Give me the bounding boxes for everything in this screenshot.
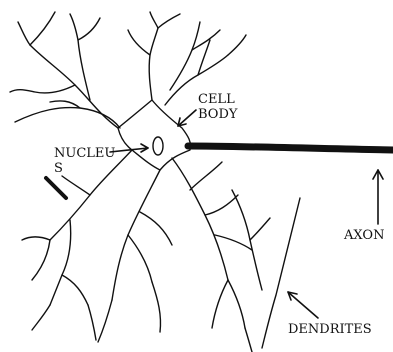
cell-body-label-line2: BODY xyxy=(198,107,237,122)
dendrites-label: DENDRITES xyxy=(288,322,372,337)
dendrite-lower-right-b4 xyxy=(190,162,222,190)
dendrite-upper-left-branch6 xyxy=(15,108,120,128)
dendrite-lower-mid-b4 xyxy=(140,212,172,245)
dendrite-lower-mid-b2 xyxy=(98,300,112,342)
dendrite-right-lines2 xyxy=(250,218,270,240)
dendrite-right-lines1 xyxy=(232,190,262,290)
dendrite-lower-right-b5 xyxy=(215,235,252,250)
dendrite-lower-left-b4 xyxy=(50,220,71,305)
dendrite-top-branch2 xyxy=(158,14,180,28)
dendrite-top-right3 xyxy=(228,35,246,55)
nucleus-label: NUCLEU S xyxy=(54,146,115,176)
dendrite-upper-left-branch4 xyxy=(70,14,90,100)
dendrite-lower-left-b3 xyxy=(32,240,50,280)
dendrite-lower-mid-b3 xyxy=(152,282,161,332)
dendrite-upper-left-branch2 xyxy=(18,22,30,45)
dendrite-lower-left-b5 xyxy=(62,275,88,305)
dendrite-lower-left-b6 xyxy=(32,305,50,330)
dendrite-lower-right-b2 xyxy=(228,280,245,328)
dendrite-upper-left-branch5 xyxy=(78,18,100,40)
axon-line xyxy=(188,146,393,150)
cell-body-label: CELL BODY xyxy=(198,92,237,122)
cell-body-label-line1: CELL xyxy=(198,92,237,107)
nucleus-label-line2: S xyxy=(54,161,115,176)
dendrite-upper-left-branch3 xyxy=(30,12,55,45)
dendrites-arrow xyxy=(288,292,318,318)
ink-smudge xyxy=(46,178,66,198)
dendrite-upper-left-branch7 xyxy=(50,101,80,108)
dendrite-top-branch3 xyxy=(150,12,158,28)
nucleus-shape xyxy=(153,137,163,155)
nucleus-label-line1: NUCLEU xyxy=(54,146,115,161)
dendrite-lower-right-b1 xyxy=(205,195,238,215)
dendrite-lower-left-b2 xyxy=(22,237,50,240)
dendrite-lower-right-b3 xyxy=(212,280,228,328)
dendrite-top-branch1 xyxy=(128,30,150,55)
dendrite-lower-mid-b1 xyxy=(128,235,152,282)
dendrite-lower-left-b1 xyxy=(62,176,90,195)
dendrite-lower-right-main xyxy=(172,158,228,280)
dendrite-lower-right-b6 xyxy=(245,328,252,352)
axon-label: AXON xyxy=(344,228,384,243)
dendrite-upper-left-branch1 xyxy=(10,85,75,93)
dendrite-lower-mid-main xyxy=(112,170,160,300)
dendrite-top-main xyxy=(149,28,158,100)
cell-body-outline xyxy=(118,100,191,170)
dendrite-lower-left-b7 xyxy=(88,305,96,340)
dendrite-top-right4 xyxy=(170,22,200,90)
